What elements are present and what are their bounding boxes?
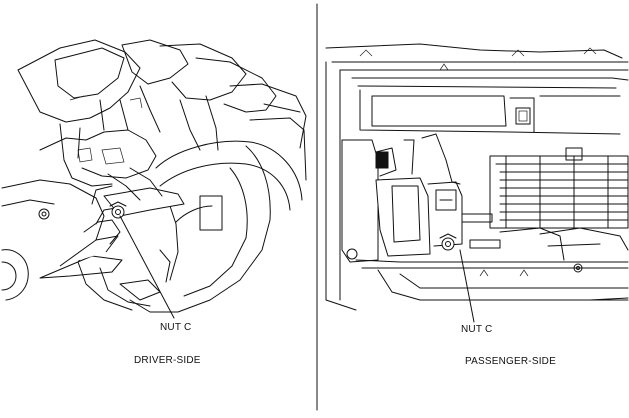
driver-side-caption: DRIVER-SIDE <box>134 355 201 366</box>
passenger-side-caption: PASSENGER-SIDE <box>465 356 556 367</box>
left-leader-line <box>119 215 175 319</box>
driver-side-illustration <box>1 39 307 319</box>
nut-c-callout-driver: NUT C <box>160 322 192 333</box>
right-leader-line <box>459 249 475 323</box>
passenger-side-illustration <box>325 43 629 323</box>
nut-c-callout-passenger: NUT C <box>461 324 493 335</box>
